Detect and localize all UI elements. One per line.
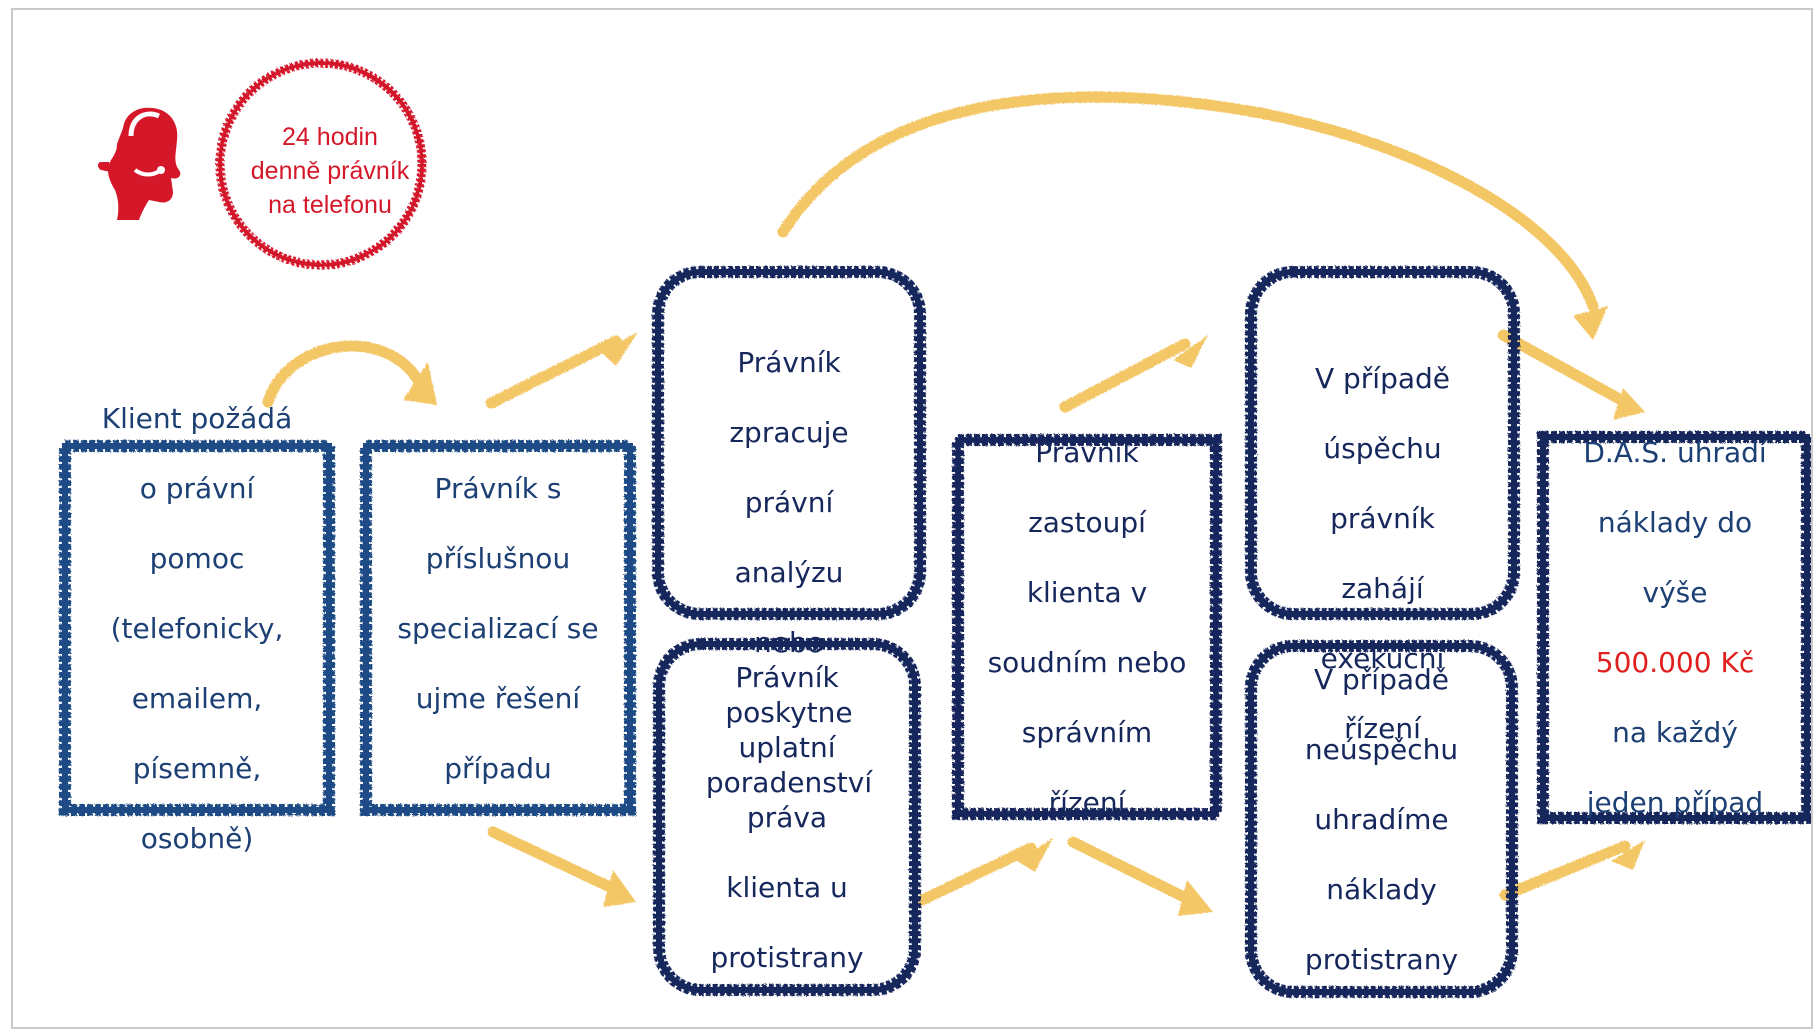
box-representation: [952, 434, 1222, 820]
step-line: ujme řešení: [415, 681, 581, 715]
step-line: klienta v: [1026, 575, 1148, 609]
step-line: práva: [746, 800, 828, 834]
step-line: analýzu: [734, 556, 844, 589]
arrow-2-to-3-bottom: [487, 826, 616, 893]
step-line: Právník s: [434, 471, 562, 505]
headset-mic-icon: [128, 111, 165, 177]
step-line: Právník: [1035, 435, 1139, 469]
flow-arrows: [262, 91, 1631, 908]
step-line: specializací se: [397, 611, 599, 645]
badge-line: denně právník: [250, 157, 410, 185]
step-line: emailem,: [131, 681, 263, 715]
step-line: zahájí: [1341, 572, 1424, 605]
arrow-heads: [403, 306, 1645, 916]
step-line: exekuční: [1320, 642, 1445, 675]
arrow-3b-to-4: [912, 842, 1037, 908]
step-line: protistrany: [1304, 942, 1459, 976]
step-line: zastoupí: [1028, 505, 1146, 539]
step-line: o právní: [139, 471, 255, 505]
step-line: zpracuje: [729, 416, 849, 449]
badge-line: na telefonu: [268, 191, 392, 219]
step-line: výše: [1642, 576, 1708, 609]
step-line: příslušnou: [425, 541, 571, 575]
step-failure: V případě neúspěchu uhradíme náklady pro…: [1257, 652, 1506, 986]
step-line: právník: [1330, 502, 1435, 535]
step-line: správním: [1021, 715, 1153, 749]
arrow-2-to-3-top: [485, 335, 622, 409]
step-line: uplatní: [738, 730, 836, 764]
rounded-box-lines: [655, 269, 1517, 995]
badge-circle: [215, 58, 427, 270]
step-line: V případě: [1314, 362, 1451, 395]
step-line: právní: [744, 486, 834, 519]
step-line: V případě: [1313, 662, 1450, 696]
step-line: úspěchu: [1323, 432, 1442, 465]
step-line: klienta u: [726, 870, 848, 904]
step-success: V případě úspěchu právník zahájí exekučn…: [1259, 326, 1506, 745]
arrow-5b-to-6: [1499, 840, 1631, 901]
step-line: Právník: [737, 346, 841, 379]
step-coverage: D.A.S. uhradí náklady do výše 500.000 Kč…: [1549, 436, 1801, 819]
arrow-big-arc: [777, 91, 1599, 312]
rect-box-fill-lines: [62, 434, 1810, 821]
diagram-frame: 24 hodin denně právník na telefonu Klien…: [11, 8, 1813, 1029]
step-line: nebo: [754, 626, 824, 659]
step-line: soudním nebo: [987, 645, 1187, 679]
coverage-amount: 500.000 Kč: [1595, 646, 1755, 679]
step-line: Právník: [735, 660, 839, 694]
arrow-4-to-5-top: [1059, 338, 1191, 413]
flow-canvas: [59, 58, 1811, 998]
badge-line: 24 hodin: [282, 123, 378, 151]
step-line: Klient požádá: [101, 401, 293, 435]
headset-operator-icon: [98, 107, 181, 220]
step-line: náklady do: [1597, 506, 1753, 539]
badge-text: 24 hodin denně právník na telefonu: [225, 120, 435, 222]
step-line: neúspěchu: [1304, 732, 1459, 766]
step-line: řízení: [1344, 712, 1421, 745]
step-line: písemně,: [132, 751, 262, 785]
step-line: případu: [444, 751, 552, 785]
step-line: na každý: [1612, 716, 1738, 749]
step-line: náklady: [1326, 872, 1437, 906]
arrow-5a-to-6: [1497, 329, 1631, 408]
step-line: jeden případ: [1586, 786, 1764, 819]
step-representation: Právník zastoupí klienta v soudním nebo …: [964, 436, 1210, 819]
step-claims: Právník uplatní práva klienta u protistr…: [665, 650, 909, 984]
step-specialist: Právník s příslušnou specializací se ujm…: [372, 452, 624, 804]
step-client-request: Klient požádá o právní pomoc (telefonick…: [71, 402, 323, 855]
step-line: uhradíme: [1314, 802, 1449, 836]
step-line: poradenství: [705, 766, 873, 799]
arrow-4-to-5-bottom: [1067, 836, 1196, 906]
step-line: řízení: [1048, 785, 1126, 819]
step-line: pomoc: [149, 541, 245, 575]
step-line: (telefonicky,: [110, 611, 284, 645]
step-line: poskytne: [725, 696, 853, 729]
step-analysis: Právník zpracuje právní analýzu nebo pos…: [666, 310, 912, 799]
step-line: D.A.S. uhradí: [1583, 436, 1767, 469]
step-line: osobně): [140, 821, 254, 855]
arrow-arc-1: [262, 340, 424, 408]
step-line: protistrany: [710, 940, 864, 974]
